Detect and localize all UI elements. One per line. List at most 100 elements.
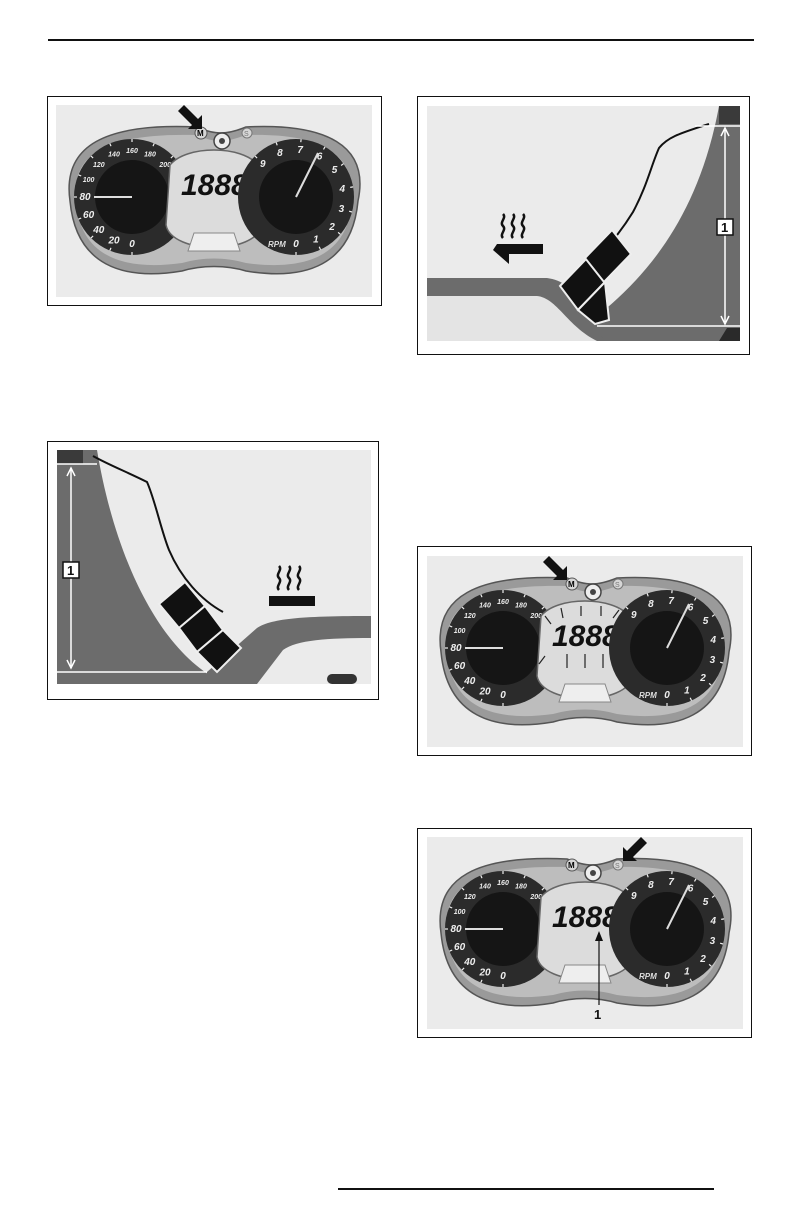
mode-button: M — [194, 126, 208, 140]
temperature-icon — [269, 565, 315, 606]
rpm-label: 2 — [699, 954, 706, 965]
speed-label: 60 — [454, 661, 466, 672]
speed-tick — [449, 668, 453, 671]
speed-tick — [461, 686, 465, 690]
callout-1: 1 — [67, 563, 74, 578]
speed-tick — [461, 967, 465, 971]
speed-label: 40 — [463, 676, 476, 687]
rpm-label: 4 — [339, 184, 346, 195]
speed-label: 80 — [450, 643, 462, 654]
speed-tick — [461, 606, 465, 610]
speed-tick — [152, 143, 155, 147]
speed-label: 100 — [454, 909, 466, 916]
figure-temp-gauge-left-image: 1 — [57, 450, 371, 684]
temp-segments — [558, 228, 633, 326]
speed-tick — [109, 247, 112, 251]
speed-label: 160 — [497, 599, 509, 606]
rpm-tick — [693, 878, 697, 882]
rpm-caption: RPM — [639, 972, 657, 981]
svg-text:M: M — [197, 129, 204, 138]
logo-icon — [584, 583, 602, 601]
temperature-icon — [493, 213, 543, 264]
rpm-tick — [350, 186, 354, 188]
pointer-arrow-icon — [178, 105, 202, 129]
rpm-label: 8 — [648, 599, 654, 610]
rpm-tick — [689, 697, 693, 701]
rpm-tick — [719, 942, 724, 945]
speed-tick — [480, 594, 483, 598]
rpm-tick — [646, 874, 649, 878]
speed-label: 140 — [479, 603, 491, 610]
speed-tick — [170, 155, 174, 159]
speed-label: 160 — [497, 880, 509, 887]
rpm-label: 7 — [668, 877, 674, 888]
rpm-label: 1 — [684, 967, 690, 978]
rpm-tick — [721, 918, 725, 920]
svg-text:M: M — [568, 580, 575, 589]
speed-label: 0 — [500, 690, 506, 701]
set-button: S — [612, 578, 624, 590]
speed-label: 140 — [479, 884, 491, 891]
set-button: S — [241, 127, 253, 139]
speed-label: 120 — [464, 613, 476, 620]
rpm-tick — [693, 597, 697, 601]
speed-label: 20 — [478, 967, 491, 978]
speed-tick — [541, 606, 545, 610]
rpm-tick — [721, 637, 725, 639]
rpm-tick — [254, 155, 258, 159]
speed-label: 140 — [108, 152, 120, 159]
speed-tick — [541, 887, 545, 891]
rpm-label: 0 — [664, 690, 670, 701]
rpm-tick — [625, 606, 629, 610]
speed-tick — [78, 217, 82, 220]
rpm-tick — [708, 682, 712, 686]
mode-button: M — [565, 577, 579, 591]
rpm-label: 2 — [699, 673, 706, 684]
speed-tick — [523, 875, 526, 879]
rpm-label: 1 — [684, 686, 690, 697]
rpm-label: 3 — [710, 655, 716, 666]
speed-label: 200 — [529, 613, 542, 620]
speed-label: 160 — [126, 148, 138, 155]
rpm-tick — [275, 142, 278, 146]
speed-tick — [449, 625, 453, 628]
header-rule — [48, 39, 754, 41]
callout-1: 1 — [594, 1007, 601, 1022]
rpm-label: 9 — [631, 891, 637, 902]
rpm-caption: RPM — [268, 240, 286, 249]
rpm-label: 0 — [293, 239, 299, 250]
rpm-label: 7 — [668, 596, 674, 607]
rpm-label: 0 — [664, 971, 670, 982]
rpm-tick — [708, 963, 712, 967]
speed-tick — [449, 906, 453, 909]
speed-tick — [523, 594, 526, 598]
speed-tick — [109, 143, 112, 147]
rpm-tick — [337, 231, 341, 235]
rpm-tick — [322, 146, 326, 150]
speed-tick — [480, 698, 483, 702]
rpm-tick — [348, 210, 353, 213]
rpm-label: 7 — [297, 145, 303, 156]
speed-label: 0 — [500, 971, 506, 982]
rpm-label: 3 — [710, 936, 716, 947]
rpm-tick — [318, 246, 322, 250]
temp-gauge-right-svg: 1 — [427, 106, 740, 341]
speed-label: 100 — [83, 177, 95, 184]
rpm-label: 5 — [703, 897, 709, 908]
rpm-tick — [625, 887, 629, 891]
display-segment-lines — [538, 606, 628, 668]
speed-label: 0 — [129, 239, 135, 250]
speed-tick — [449, 949, 453, 952]
rpm-label: 6 — [317, 151, 323, 162]
speed-label: 80 — [450, 924, 462, 935]
rpm-label: 6 — [688, 602, 694, 613]
svg-text:S: S — [615, 863, 620, 870]
speed-tick — [78, 174, 82, 177]
svg-text:S: S — [615, 582, 620, 589]
